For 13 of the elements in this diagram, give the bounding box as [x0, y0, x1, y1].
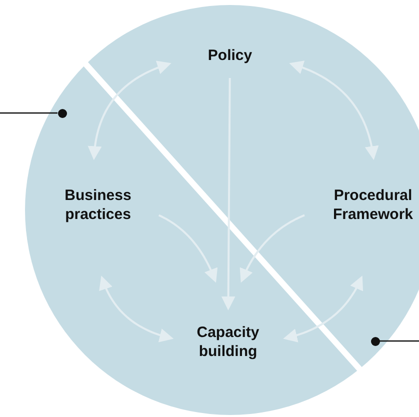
arrow	[88, 60, 172, 160]
arrow	[240, 214, 305, 283]
dot-marker	[370, 336, 380, 346]
arrow	[158, 214, 218, 283]
arrow	[99, 276, 174, 342]
node-label: Business practices	[64, 186, 132, 224]
dot-marker	[58, 108, 66, 118]
arrow	[221, 78, 236, 310]
arrow	[289, 60, 379, 160]
node-label: Capacity building	[196, 323, 260, 361]
arrow	[283, 276, 364, 342]
node-label: Procedural Framework	[332, 186, 414, 224]
node-label: Policy	[208, 46, 252, 64]
